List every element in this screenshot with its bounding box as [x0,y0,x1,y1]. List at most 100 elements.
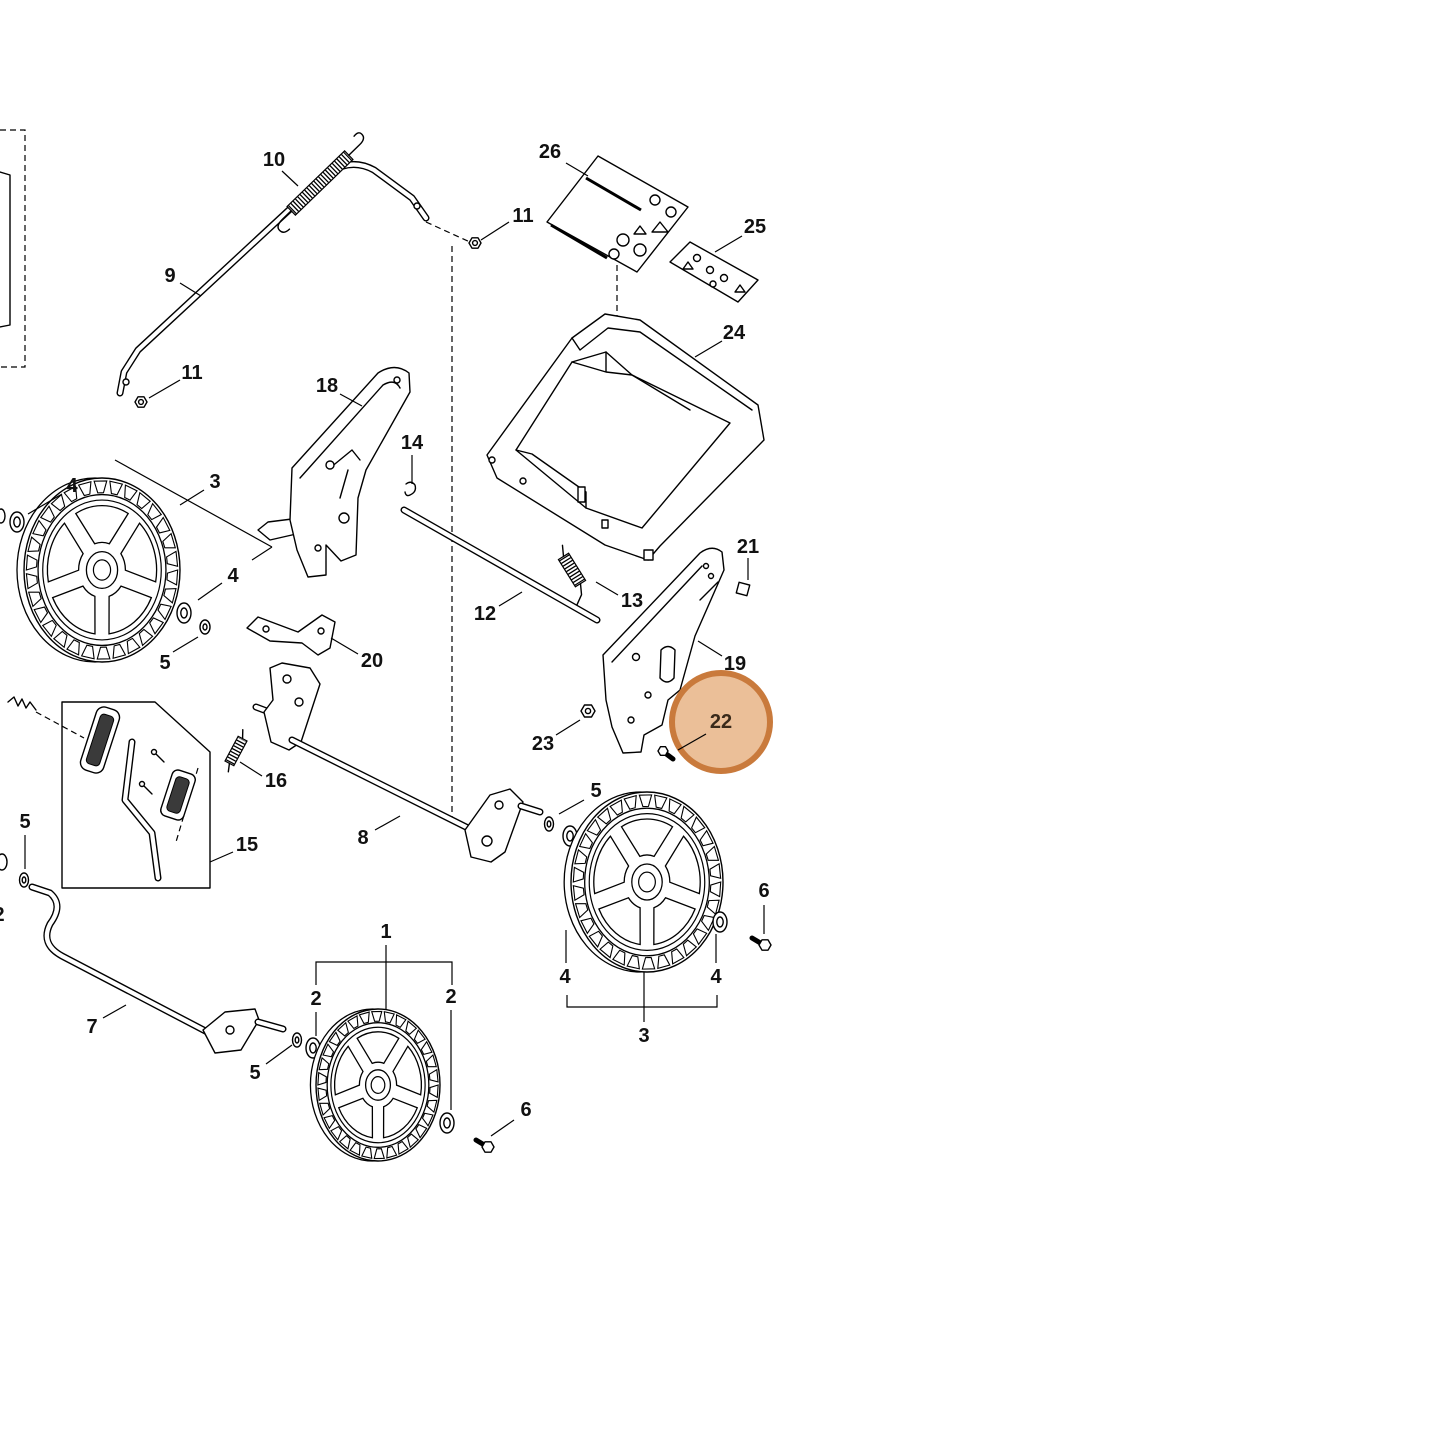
washer-partial [0,853,8,871]
decal-symbol [616,233,630,247]
bracket-slot [299,381,401,499]
lever-screw-head [150,748,158,756]
bracket-hole [631,652,641,662]
frame-opening [515,351,731,529]
tread-block [573,867,583,882]
part-2-spacer [439,1112,455,1134]
bracket-hole [314,544,322,552]
lever-arm-fill [122,739,161,881]
tread-block [127,638,140,653]
callout-24: 24 [723,322,746,344]
part-9-handle [116,161,430,397]
tread-block [113,644,125,658]
tread-block [374,1149,384,1159]
leader-lines [24,162,765,1137]
callout-7: 7 [86,1016,97,1038]
decal-symbol [719,273,729,283]
wheel-spoke-cutout [621,819,672,856]
part-3-wheel-right [564,792,723,972]
frame-inner-part [0,171,11,328]
rod-fill [401,507,600,623]
tread-block [324,1116,335,1129]
axle-bracket-left [263,662,321,751]
part-6-bolt [473,1137,495,1153]
decal-symbol [633,243,647,257]
wheel-spoke-cutout [121,523,157,582]
wheel-spoke-cutout [109,586,151,634]
part-5-washer [543,816,555,832]
tread-block [110,481,122,495]
part-15-lever-assembly [61,701,211,889]
callout-10: 10 [263,149,285,171]
bracket-hole [338,512,350,524]
part-20-bracket [246,614,336,656]
washer-outer [543,816,555,832]
callout-11: 11 [181,362,202,384]
callout-5: 5 [249,1062,260,1084]
callout-3: 3 [209,471,220,493]
callout-2: 2 [310,988,321,1010]
front-axle-shaft-fill [29,884,218,1039]
decal-outline [546,155,689,273]
leader-10 [281,170,299,187]
spring-hook [277,210,292,233]
highlight-ring[interactable] [669,670,773,774]
leader-18 [339,393,363,407]
tread-block [29,592,41,606]
callout-6: 6 [520,1099,531,1121]
wheel-spoke-cutout [357,1032,399,1064]
dashed-line-handle-nut [425,221,471,243]
part-6-bolt [749,935,772,951]
decal-symbol [649,194,661,206]
callout-14: 14 [401,432,424,454]
callout-4: 4 [559,966,571,988]
tread-block [167,570,178,585]
part-4-spacer [176,602,192,624]
tread-block [26,574,37,589]
leader-13 [595,581,619,596]
frame-hole [488,456,496,464]
axle-shaft-fill [289,737,471,831]
tread-block [125,485,137,500]
callout-22: 22 [710,711,732,733]
tread-block [398,1142,408,1155]
part-22-bolt [657,746,676,762]
decal-warning-triangle [651,221,669,233]
dashed-line-lever-spring [35,711,85,739]
tread-block [79,482,91,496]
decal-symbol [608,248,620,260]
leader-26 [565,162,589,177]
bracket-hole [393,376,401,384]
part-10-spring [277,132,365,233]
leader-6 [490,1119,515,1137]
leader-7 [102,1004,127,1019]
bracket-hole [644,691,652,699]
highlighted-callout[interactable]: 22 [669,670,773,774]
tread-block [340,1136,350,1149]
bracket-hole [317,627,325,635]
tread-block [639,795,651,807]
tread-block [429,1070,438,1082]
tread-block [94,481,107,493]
tread-block [43,620,56,636]
nut-hex [468,237,482,249]
part-16-spring [224,728,248,773]
decal-warning-triangle [682,261,694,270]
leader-11 [480,221,510,241]
tread-block [581,918,594,933]
callout-19: 19 [724,653,746,675]
spacer-hole [716,916,724,928]
part-11-nut [134,396,148,408]
leader-19 [697,640,723,657]
leader-8 [374,815,401,831]
callout-4: 4 [66,475,78,497]
frame-tab [577,486,586,503]
tread-block [672,949,684,964]
frame-hole [519,477,527,485]
tread-block [427,1100,437,1112]
tread-block [167,551,178,566]
nut-hole [137,398,145,406]
callout-5: 5 [590,780,601,802]
wheel-axle-hole [639,872,656,892]
part-24-catcher-frame [486,313,765,561]
